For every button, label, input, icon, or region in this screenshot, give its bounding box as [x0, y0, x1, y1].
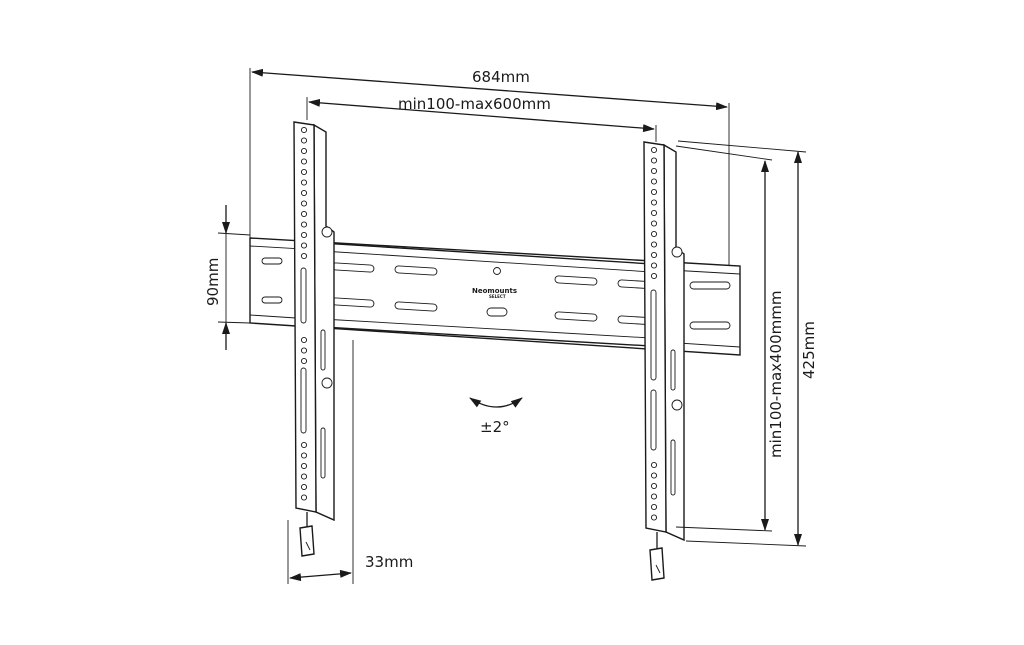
left-arm-holes: [300, 126, 308, 501]
mounting-hole: [300, 441, 308, 449]
mounting-hole: [650, 241, 658, 248]
tilt-label: ±2°: [480, 418, 510, 436]
mounting-hole: [650, 514, 658, 521]
overall-height-label: 425mm: [800, 321, 818, 379]
mounting-hole: [650, 157, 658, 164]
mounting-hole: [650, 262, 658, 269]
mounting-hole: [300, 336, 308, 344]
mounting-hole: [650, 272, 658, 280]
mounting-hole: [300, 357, 308, 365]
mounting-hole: [300, 494, 308, 501]
center-plate: Neomounts SELECT: [321, 242, 669, 348]
mounting-hole: [650, 461, 658, 469]
overall-width-label: 684mm: [472, 68, 530, 86]
mounting-hole: [300, 242, 308, 249]
right-pull-cord-handle: [649, 547, 665, 581]
mounting-hole: [650, 146, 658, 154]
mounting-hole: [300, 252, 308, 260]
mounting-hole: [300, 452, 308, 459]
mounting-hole: [650, 503, 658, 511]
tilt-arrow-icon: [469, 397, 523, 408]
mounting-hole: [650, 199, 658, 206]
mounting-hole: [300, 347, 308, 354]
mounting-hole: [650, 167, 658, 175]
mounting-hole: [650, 251, 658, 259]
mounting-hole: [300, 126, 308, 134]
brand-logo-sub: SELECT: [489, 294, 506, 299]
dimension-rail-height: 90mm: [204, 205, 251, 350]
mounting-hole: [650, 493, 658, 500]
mounting-hole: [300, 137, 308, 144]
mounting-hole: [300, 462, 308, 470]
rail-height-label: 90mm: [204, 258, 222, 306]
tilt-indicator: ±2°: [469, 397, 523, 436]
left-vertical-arm: [293, 121, 335, 557]
mounting-hole: [300, 147, 308, 155]
mounting-hole: [650, 188, 658, 196]
mounting-hole: [300, 179, 308, 186]
vesa-height-label: min100-max400mmm: [767, 291, 785, 458]
mounting-hole: [650, 482, 658, 490]
right-arm-holes: [650, 146, 658, 521]
left-pull-cord-handle: [299, 525, 315, 557]
mounting-hole: [300, 473, 308, 480]
mounting-hole: [300, 200, 308, 207]
dimension-wall-distance: 33mm: [287, 340, 413, 584]
mounting-hole: [650, 472, 658, 479]
mounting-hole: [650, 220, 658, 227]
vesa-width-label: min100-max600mm: [398, 95, 551, 113]
dimension-overall-height: 425mm: [677, 140, 818, 547]
center-oval-slot: [486, 307, 508, 317]
mounting-hole: [300, 168, 308, 176]
mounting-hole: [650, 230, 658, 238]
mounting-hole: [300, 221, 308, 228]
dimension-vesa-height: min100-max400mmm: [675, 145, 785, 532]
mounting-hole: [300, 210, 308, 218]
rail-slots-right: [689, 281, 731, 330]
mounting-hole: [300, 483, 308, 491]
mounting-hole: [650, 178, 658, 185]
mounting-hole: [300, 231, 308, 239]
wall-distance-label: 33mm: [365, 553, 413, 571]
right-vertical-arm: [643, 141, 685, 581]
center-hole: [493, 267, 501, 275]
brand-logo: Neomounts: [472, 287, 517, 295]
rail-slots-left: [261, 257, 283, 304]
mounting-hole: [300, 189, 308, 197]
mounting-hole: [300, 158, 308, 165]
dimension-vesa-width: min100-max600mm: [306, 95, 657, 142]
mounting-hole: [650, 209, 658, 217]
